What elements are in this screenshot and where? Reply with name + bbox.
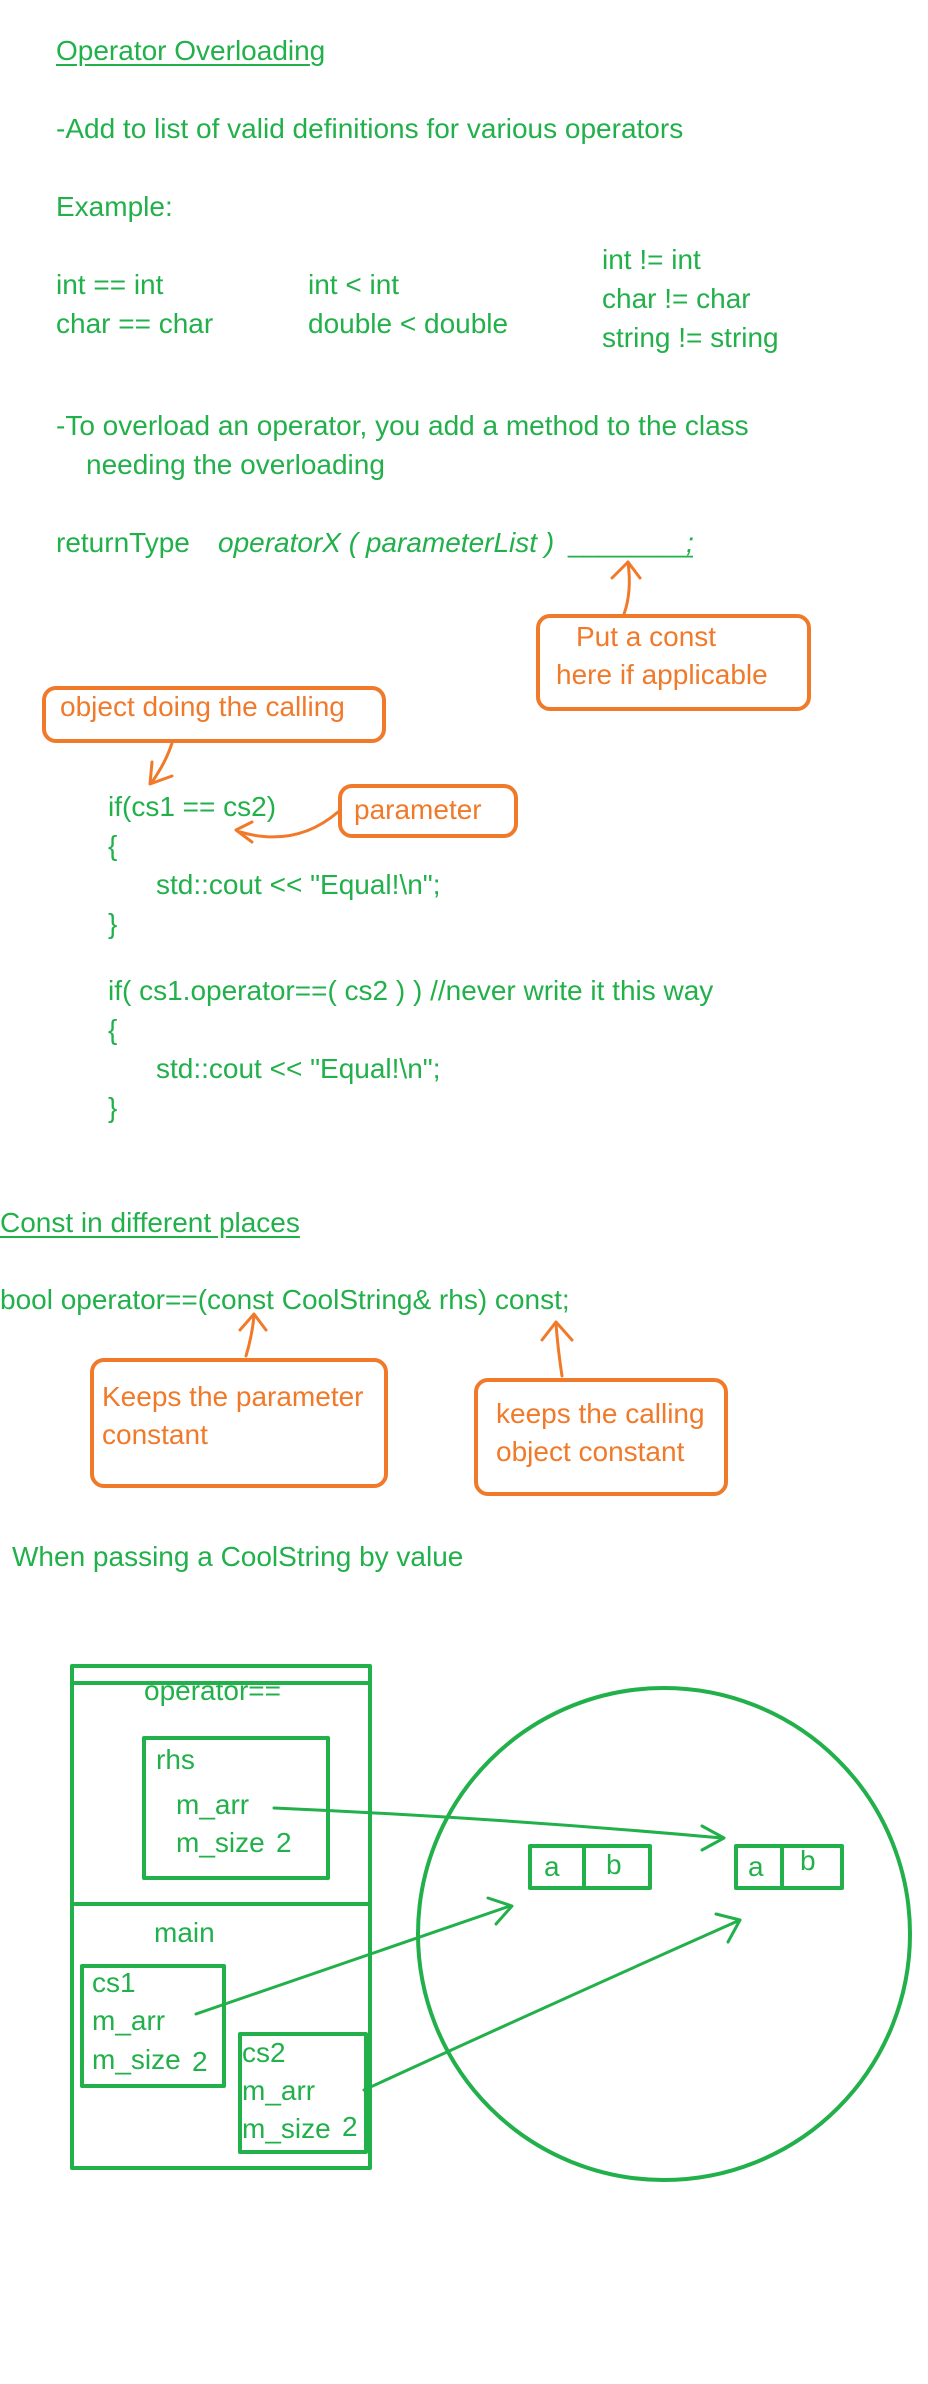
cs1-pointer-arrow-icon — [194, 1896, 514, 2016]
object-const-note-box — [474, 1378, 728, 1496]
arrow-to-cs1-icon — [148, 741, 174, 786]
frame-label-operator: operator== — [144, 1675, 281, 1706]
example-int-lt: int < int — [308, 269, 400, 300]
code1-close-brace: } — [108, 908, 118, 939]
rhs-size-label: m_size — [176, 1827, 265, 1858]
object-const-note-line-2: object constant — [496, 1436, 685, 1467]
array2-box — [734, 1844, 844, 1890]
const-note-line-2: here if applicable — [556, 659, 768, 690]
signature-operator: operatorX ( parameterList ) — [218, 527, 555, 558]
code1-open-brace: { — [108, 830, 118, 861]
param-const-note-line-1: Keeps the parameter — [102, 1381, 364, 1412]
cs2-size-label: m_size — [242, 2113, 331, 2144]
cs1-size-label: m_size — [92, 2044, 181, 2075]
cs2-name: cs2 — [242, 2037, 286, 2068]
param-const-note-box — [90, 1358, 388, 1488]
cs1-name: cs1 — [92, 1967, 136, 1998]
cs2-pointer-arrow-icon — [362, 1912, 742, 2092]
section-heading-const: Const in different places — [0, 1207, 300, 1238]
arrow-to-blank-icon — [610, 560, 642, 616]
code1-cout: std::cout << "Equal!\n"; — [156, 869, 441, 900]
cs1-size-value: 2 — [192, 2046, 208, 2077]
signature-return-type: returnType — [56, 527, 190, 558]
add-definitions-line: -Add to list of valid definitions for va… — [56, 113, 684, 144]
frame-label-main: main — [154, 1917, 215, 1948]
signature-blank: ________ — [568, 527, 693, 558]
example-int-ne: int != int — [602, 244, 701, 275]
array2-cell-b: b — [800, 1845, 816, 1876]
cs2-arr: m_arr — [242, 2075, 316, 2106]
bool-operator-line: bool operator==(const CoolString& rhs) c… — [0, 1284, 570, 1315]
heap-circle — [416, 1686, 912, 2182]
signature-semicolon: ; — [686, 527, 694, 558]
arrow-to-const-method-icon — [540, 1320, 574, 1378]
code2-cout: std::cout << "Equal!\n"; — [156, 1053, 441, 1084]
example-char-ne: char != char — [602, 283, 751, 314]
stack-frame-outline — [70, 1664, 372, 2170]
section-heading-operator-overloading: Operator Overloading — [56, 35, 326, 66]
overload-line-2: needing the overloading — [86, 449, 385, 480]
rhs-box — [142, 1736, 330, 1880]
object-const-note-line-1: keeps the calling — [496, 1398, 705, 1429]
rhs-arr: m_arr — [176, 1789, 250, 1820]
param-const-note-line-2: constant — [102, 1419, 208, 1450]
parameter-note-label: parameter — [354, 794, 482, 825]
example-label: Example: — [56, 191, 173, 222]
cs2-box — [238, 2032, 368, 2154]
code2-open-brace: { — [108, 1014, 118, 1045]
const-note-box — [536, 614, 811, 711]
parameter-note-box — [338, 784, 518, 838]
arrow-to-const-param-icon — [238, 1312, 268, 1358]
overload-line-1: -To overload an operator, you add a meth… — [56, 410, 749, 441]
calling-note-label: object doing the calling — [60, 691, 345, 722]
array2-cell-a: a — [748, 1851, 764, 1882]
rhs-size-value: 2 — [276, 1827, 292, 1858]
const-note-line-1: Put a const — [576, 621, 717, 652]
cs1-arr: m_arr — [92, 2005, 166, 2036]
code2-if: if( cs1.operator==( cs2 ) ) //never writ… — [108, 975, 714, 1006]
cs1-box — [80, 1964, 226, 2088]
code1-if: if(cs1 == cs2) — [108, 791, 277, 822]
array1-cell-b: b — [606, 1849, 622, 1880]
calling-note-box — [42, 686, 386, 743]
rhs-name: rhs — [156, 1744, 195, 1775]
arrow-to-cs2-icon — [234, 810, 340, 844]
array1-cell-a: a — [544, 1851, 560, 1882]
code2-close-brace: } — [108, 1092, 118, 1123]
passing-by-value-line: When passing a CoolString by value — [12, 1541, 464, 1572]
example-char-eq: char == char — [56, 308, 214, 339]
example-double-lt: double < double — [308, 308, 509, 339]
rhs-pointer-arrow-icon — [272, 1806, 726, 1852]
example-int-eq: int == int — [56, 269, 164, 300]
array1-box — [528, 1844, 652, 1890]
cs2-size-value: 2 — [342, 2111, 358, 2142]
example-string-ne: string != string — [602, 322, 779, 353]
